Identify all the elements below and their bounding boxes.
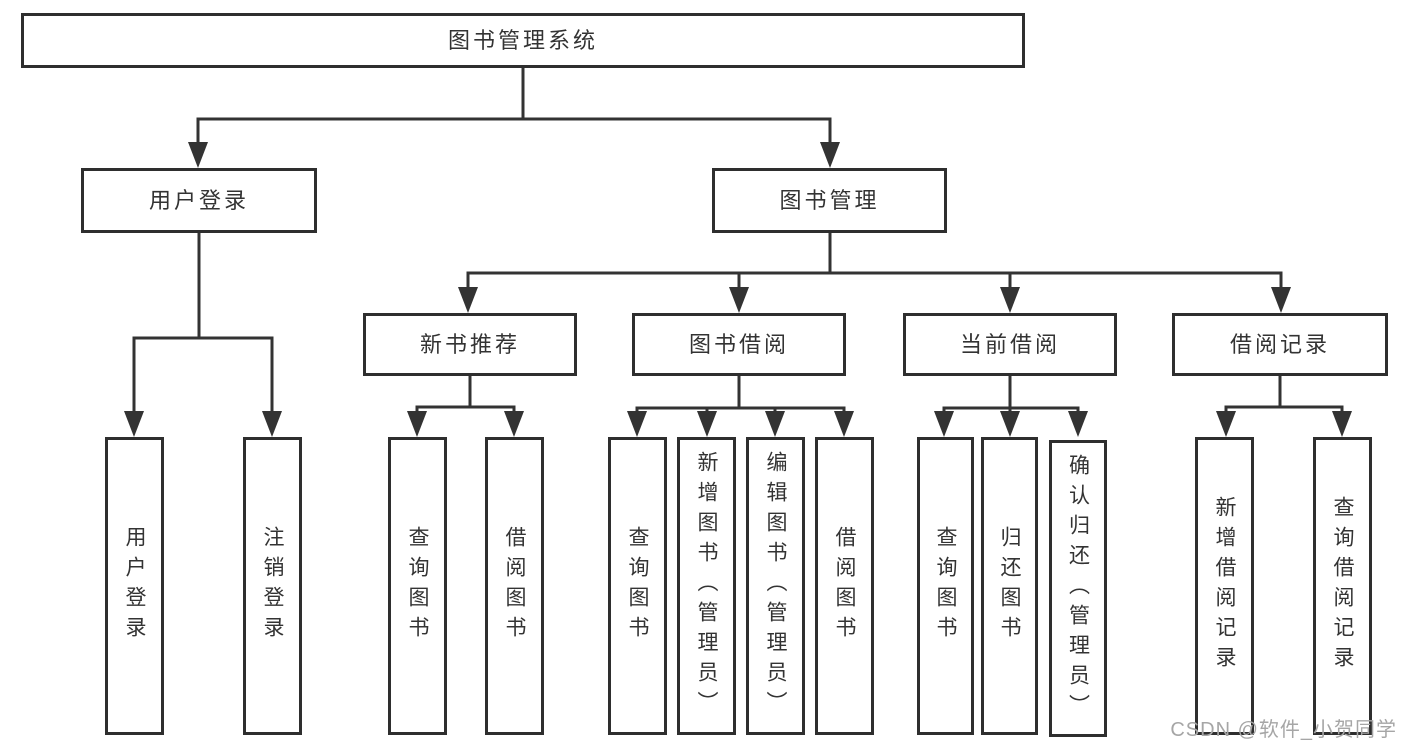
node-v-logout: 注销登录 bbox=[243, 437, 302, 735]
arrowhead-down-icon bbox=[1216, 411, 1236, 437]
arrowhead-down-icon bbox=[1000, 287, 1020, 313]
node-label-v-query-record: 查询借阅记录 bbox=[1331, 496, 1354, 676]
node-v-borrow-book-1: 借阅图书 bbox=[485, 437, 544, 735]
node-label-v-add-record: 新增借阅记录 bbox=[1213, 496, 1236, 676]
node-book-mgmt: 图书管理 bbox=[712, 168, 947, 233]
node-v-confirm-return: 确认归还（管理员） bbox=[1049, 440, 1107, 737]
node-label-v-borrow-book-2: 借阅图书 bbox=[833, 526, 856, 646]
arrowhead-down-icon bbox=[834, 411, 854, 437]
arrowhead-down-icon bbox=[1271, 287, 1291, 313]
arrowhead-down-icon bbox=[504, 411, 524, 437]
node-label-user-login: 用户登录 bbox=[148, 187, 249, 213]
node-label-v-return-book: 归还图书 bbox=[998, 526, 1021, 646]
node-label-current-borrow: 当前借阅 bbox=[959, 331, 1060, 357]
node-user-login: 用户登录 bbox=[81, 168, 317, 233]
node-label-book-borrow: 图书借阅 bbox=[688, 331, 789, 357]
arrowhead-down-icon bbox=[820, 142, 840, 168]
node-borrow-record: 借阅记录 bbox=[1172, 313, 1388, 376]
arrowhead-down-icon bbox=[262, 411, 282, 437]
node-new-book-rec: 新书推荐 bbox=[363, 313, 577, 376]
node-label-v-query-book-1: 查询图书 bbox=[406, 526, 429, 646]
node-book-borrow: 图书借阅 bbox=[632, 313, 846, 376]
node-label-v-query-book-2: 查询图书 bbox=[626, 526, 649, 646]
node-root: 图书管理系统 bbox=[21, 13, 1025, 68]
node-label-v-logout: 注销登录 bbox=[261, 526, 284, 646]
node-current-borrow: 当前借阅 bbox=[903, 313, 1117, 376]
arrowhead-down-icon bbox=[765, 411, 785, 437]
node-v-user-login: 用户登录 bbox=[105, 437, 164, 735]
arrowhead-down-icon bbox=[934, 411, 954, 437]
arrowhead-down-icon bbox=[729, 287, 749, 313]
node-v-add-book: 新增图书（管理员） bbox=[677, 437, 736, 735]
node-label-v-add-book: 新增图书（管理员） bbox=[695, 451, 718, 721]
arrowhead-down-icon bbox=[627, 411, 647, 437]
node-label-v-confirm-return: 确认归还（管理员） bbox=[1066, 453, 1090, 724]
node-label-root: 图书管理系统 bbox=[447, 27, 598, 53]
arrowhead-down-icon bbox=[124, 411, 144, 437]
node-v-query-record: 查询借阅记录 bbox=[1313, 437, 1372, 735]
node-v-add-record: 新增借阅记录 bbox=[1195, 437, 1254, 735]
node-label-v-query-book-3: 查询图书 bbox=[934, 526, 957, 646]
node-label-borrow-record: 借阅记录 bbox=[1229, 331, 1330, 357]
node-v-query-book-2: 查询图书 bbox=[608, 437, 667, 735]
arrowhead-down-icon bbox=[458, 287, 478, 313]
node-v-query-book-3: 查询图书 bbox=[917, 437, 974, 735]
node-v-borrow-book-2: 借阅图书 bbox=[815, 437, 874, 735]
arrowhead-down-icon bbox=[1068, 411, 1088, 437]
node-v-edit-book: 编辑图书（管理员） bbox=[746, 437, 805, 735]
arrowhead-down-icon bbox=[697, 411, 717, 437]
node-v-query-book-1: 查询图书 bbox=[388, 437, 447, 735]
arrowhead-down-icon bbox=[1000, 411, 1020, 437]
arrowhead-down-icon bbox=[188, 142, 208, 168]
node-label-new-book-rec: 新书推荐 bbox=[419, 331, 520, 357]
arrowhead-down-icon bbox=[1332, 411, 1352, 437]
node-label-v-borrow-book-1: 借阅图书 bbox=[503, 526, 526, 646]
watermark: CSDN @软件_小贺同学 bbox=[1170, 719, 1397, 741]
node-label-v-edit-book: 编辑图书（管理员） bbox=[764, 451, 787, 721]
node-label-book-mgmt: 图书管理 bbox=[779, 187, 880, 213]
node-v-return-book: 归还图书 bbox=[981, 437, 1038, 735]
node-label-v-user-login: 用户登录 bbox=[123, 526, 146, 646]
arrowhead-down-icon bbox=[407, 411, 427, 437]
